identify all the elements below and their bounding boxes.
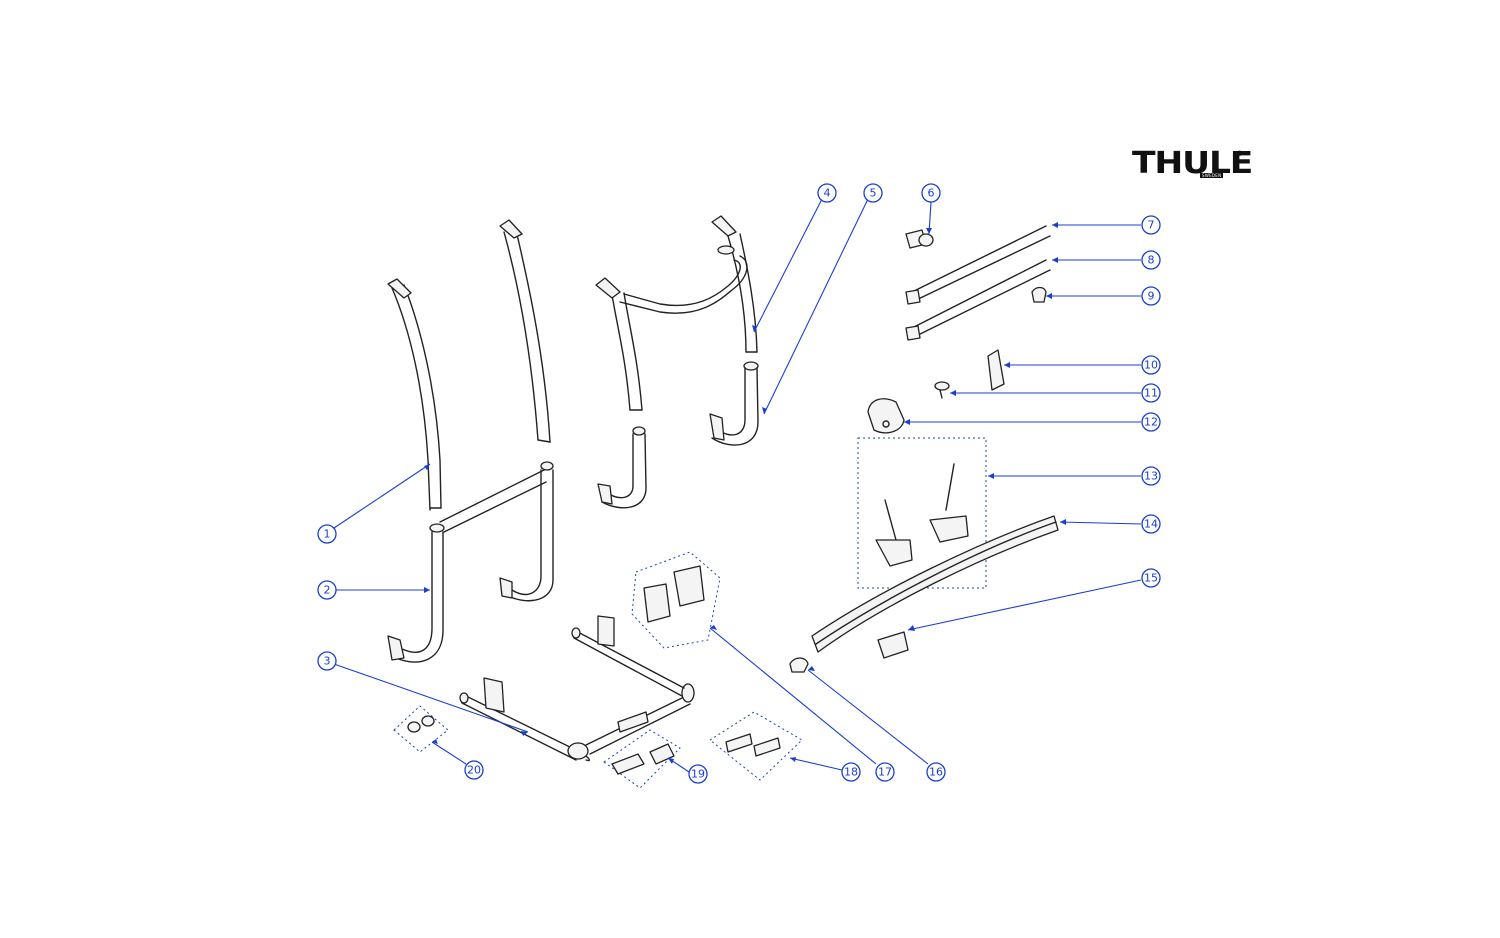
callout-label: 9 [1148, 290, 1155, 303]
callout-13: 13 [1141, 466, 1161, 486]
callout-label: 20 [467, 764, 481, 777]
part-17-pads [643, 565, 705, 623]
part-11-knob [934, 381, 950, 399]
leader-lines [333, 198, 1142, 773]
callout-16: 16 [926, 762, 946, 782]
callout-1: 1 [317, 524, 337, 544]
callout-label: 18 [844, 766, 858, 779]
callout-8: 8 [1141, 250, 1161, 270]
part-13-wheel-holders [875, 463, 969, 567]
callout-19: 19 [688, 764, 708, 784]
callout-label: 1 [324, 528, 331, 541]
callout-label: 2 [324, 584, 331, 597]
thule-logo: THULE SWEDEN ® [1132, 146, 1253, 184]
callout-4: 4 [817, 183, 837, 203]
brand-name: THULE [1132, 146, 1253, 181]
callout-2: 2 [317, 580, 337, 600]
part-16-end-cap [789, 657, 809, 673]
callout-7: 7 [1141, 215, 1161, 235]
callout-10: 10 [1141, 355, 1161, 375]
callout-label: 12 [1144, 416, 1158, 429]
callout-label: 7 [1148, 219, 1155, 232]
callout-label: 17 [878, 766, 892, 779]
callout-17: 17 [875, 762, 895, 782]
callout-11: 11 [1141, 383, 1161, 403]
brand-tagline: SWEDEN [1200, 173, 1224, 178]
callout-9: 9 [1141, 286, 1161, 306]
part-j-tube-middle [597, 426, 647, 509]
part-20-nuts [407, 715, 435, 733]
part-10-buckle [987, 349, 1005, 391]
callout-label: 14 [1144, 518, 1158, 531]
callout-label: 3 [324, 655, 331, 668]
part-4-upper-frame [595, 215, 758, 411]
part-1-upright-tube [387, 278, 442, 511]
part-14-wheel-rail [811, 515, 1059, 653]
callout-label: 8 [1148, 254, 1155, 267]
part-5-j-tube [709, 361, 759, 446]
callout-20: 20 [464, 760, 484, 780]
callout-label: 16 [929, 766, 943, 779]
callout-14: 14 [1141, 514, 1161, 534]
callout-15: 15 [1141, 568, 1161, 588]
callout-label: 4 [824, 187, 831, 200]
part-2-lower-frame [387, 461, 554, 663]
part-18-clips [725, 733, 781, 757]
part-upright-tube-middle [499, 219, 551, 443]
part-15-strap-ratchet [877, 631, 909, 659]
callout-18: 18 [841, 762, 861, 782]
callout-label: 19 [691, 768, 705, 781]
part-6-end-cap [905, 229, 934, 249]
part-3-base-frame [459, 615, 695, 762]
callout-12: 12 [1141, 412, 1161, 432]
leader-arrowheads [424, 222, 1066, 764]
callout-label: 6 [928, 187, 935, 200]
callout-label: 10 [1144, 359, 1158, 372]
callout-label: 11 [1144, 387, 1158, 400]
callout-3: 3 [317, 651, 337, 671]
callout-label: 15 [1144, 572, 1158, 585]
part-19-brackets [611, 743, 675, 775]
callout-label: 5 [870, 187, 877, 200]
callout-label: 13 [1144, 470, 1158, 483]
part-7-rail [905, 225, 1051, 305]
callout-5: 5 [863, 183, 883, 203]
callout-6: 6 [921, 183, 941, 203]
registered-mark: ® [1236, 150, 1243, 158]
part-12-strap-roll [867, 398, 905, 434]
part-8-rail [905, 259, 1051, 341]
part-9-clip [1031, 286, 1047, 303]
